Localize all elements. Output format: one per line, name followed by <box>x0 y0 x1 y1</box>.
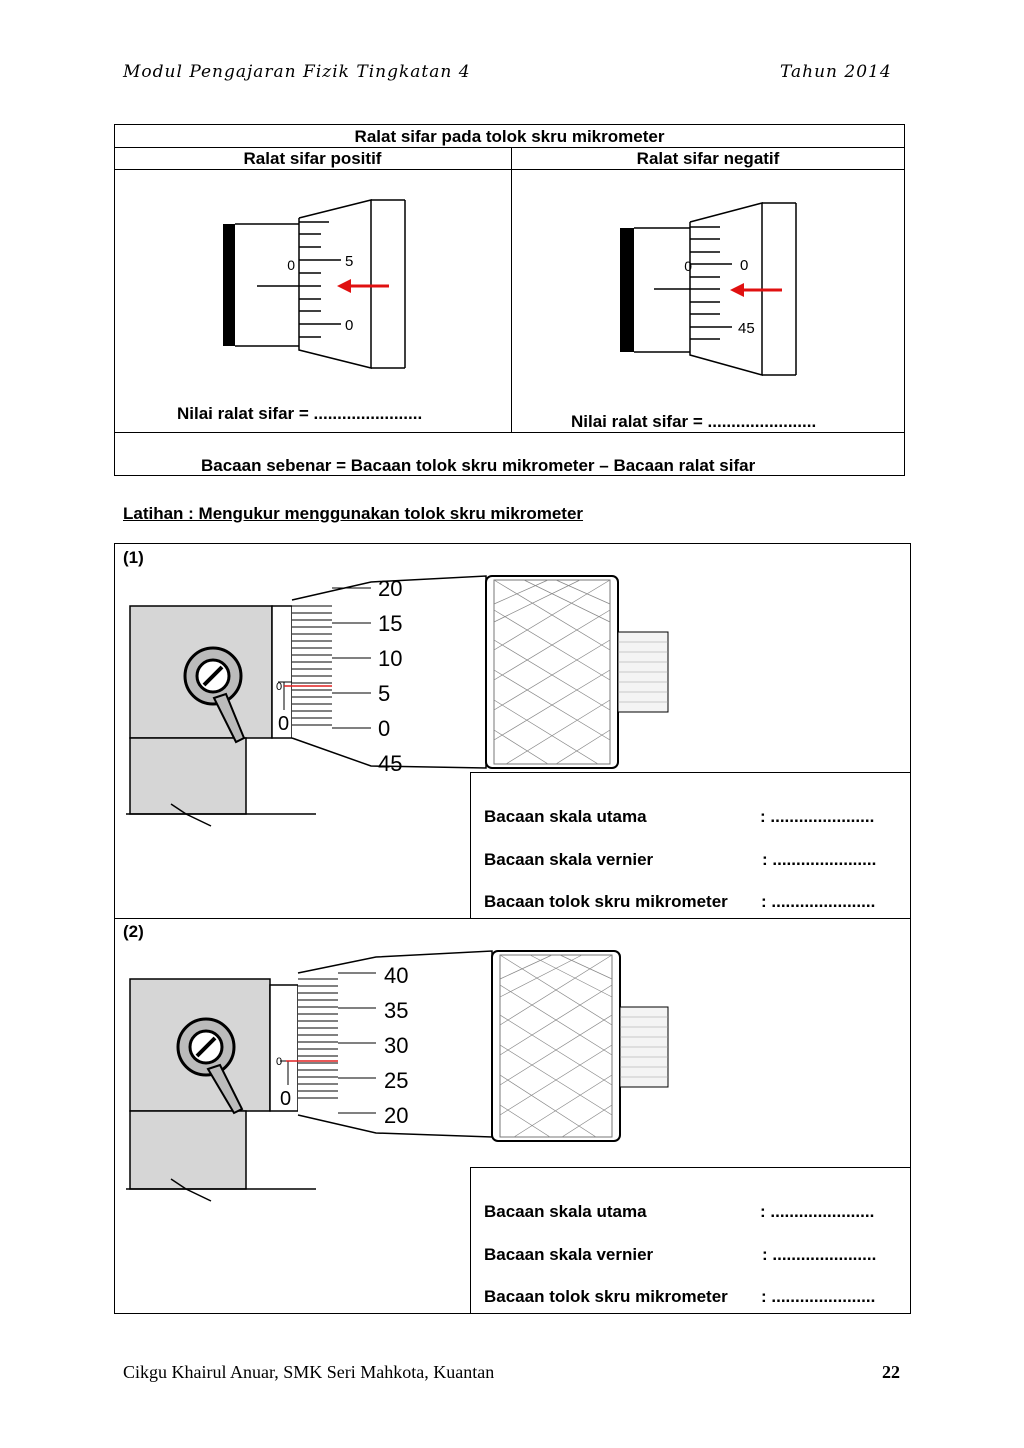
thimble-label-5: 5 <box>378 681 390 706</box>
main-scale-zero-neg: 0 <box>684 258 692 274</box>
thimble-label-10: 10 <box>378 646 402 671</box>
positive-zero-error-diagram: 0 5 0 <box>223 199 406 369</box>
item-1-main-scale-label: Bacaan skala utama <box>484 807 647 826</box>
red-arrow-icon <box>730 283 744 297</box>
sleeve-zero: 0 <box>278 713 289 735</box>
formula-text: Bacaan sebenar = Bacaan tolok skru mikro… <box>201 456 756 475</box>
col-positive-header: Ralat sifar positif <box>243 149 382 168</box>
item-1-vernier-label: Bacaan skala vernier <box>484 850 654 869</box>
thimble-label-40: 40 <box>384 963 408 988</box>
item-2-main-scale-label: Bacaan skala utama <box>484 1202 647 1221</box>
positive-scale-0: 0 <box>345 317 353 334</box>
red-arrow-icon <box>337 279 351 293</box>
thimble-label-20: 20 <box>384 1103 408 1128</box>
item-2-answer-box <box>470 1167 911 1314</box>
item-1-answer-box <box>470 772 911 919</box>
exercise-heading: Latihan : Mengukur menggunakan tolok skr… <box>123 504 584 523</box>
page-number: 22 <box>882 1362 900 1382</box>
main-scale-zero: 0 <box>276 681 282 693</box>
table-title: Ralat sifar pada tolok skru mikrometer <box>354 127 665 146</box>
item-2-vernier-label: Bacaan skala vernier <box>484 1245 654 1264</box>
micrometer-2-diagram: 0 0 40 35 30 25 20 <box>126 950 669 1202</box>
sleeve-zero: 0 <box>280 1088 291 1110</box>
module-title: Modul Pengajaran Fizik Tingkatan 4 <box>123 62 471 82</box>
thimble-label-30: 30 <box>384 1033 408 1058</box>
negative-answer: Nilai ralat sifar = ....................… <box>571 412 817 431</box>
positive-scale-5: 5 <box>345 253 353 270</box>
main-scale-zero: 0 <box>287 257 295 273</box>
item-2-vernier-value: : ...................... <box>762 1245 877 1264</box>
item-2-total-label: Bacaan tolok skru mikrometer <box>484 1287 728 1306</box>
positive-answer: Nilai ralat sifar = ....................… <box>177 404 423 423</box>
main-scale-zero: 0 <box>276 1056 282 1068</box>
module-year: Tahun 2014 <box>780 62 892 82</box>
micrometer-1-diagram: 0 0 20 15 10 5 0 45 <box>126 575 669 827</box>
item-1-main-scale-value: : ...................... <box>760 807 875 826</box>
item-2-main-scale-value: : ...................... <box>760 1202 875 1221</box>
thimble-label-20: 20 <box>378 576 402 601</box>
thimble-label-15: 15 <box>378 611 402 636</box>
zero-error-table <box>114 124 905 476</box>
col-negative-header: Ralat sifar negatif <box>636 149 780 168</box>
thimble-label-0: 0 <box>378 716 390 741</box>
negative-scale-0: 0 <box>740 257 748 274</box>
item-2-total-value: : ...................... <box>761 1287 876 1306</box>
negative-zero-error-diagram: 0 0 45 <box>620 202 797 376</box>
thimble-label-25: 25 <box>384 1068 408 1093</box>
negative-scale-45: 45 <box>738 320 755 337</box>
item-1-total-label: Bacaan tolok skru mikrometer <box>484 892 728 911</box>
footer-author: Cikgu Khairul Anuar, SMK Seri Mahkota, K… <box>123 1362 495 1382</box>
thimble-label-35: 35 <box>384 998 408 1023</box>
item-1-number: (1) <box>123 548 144 567</box>
item-2-number: (2) <box>123 922 144 941</box>
item-1-total-value: : ...................... <box>761 892 876 911</box>
thimble-label-45: 45 <box>378 751 402 776</box>
item-1-vernier-value: : ...................... <box>762 850 877 869</box>
